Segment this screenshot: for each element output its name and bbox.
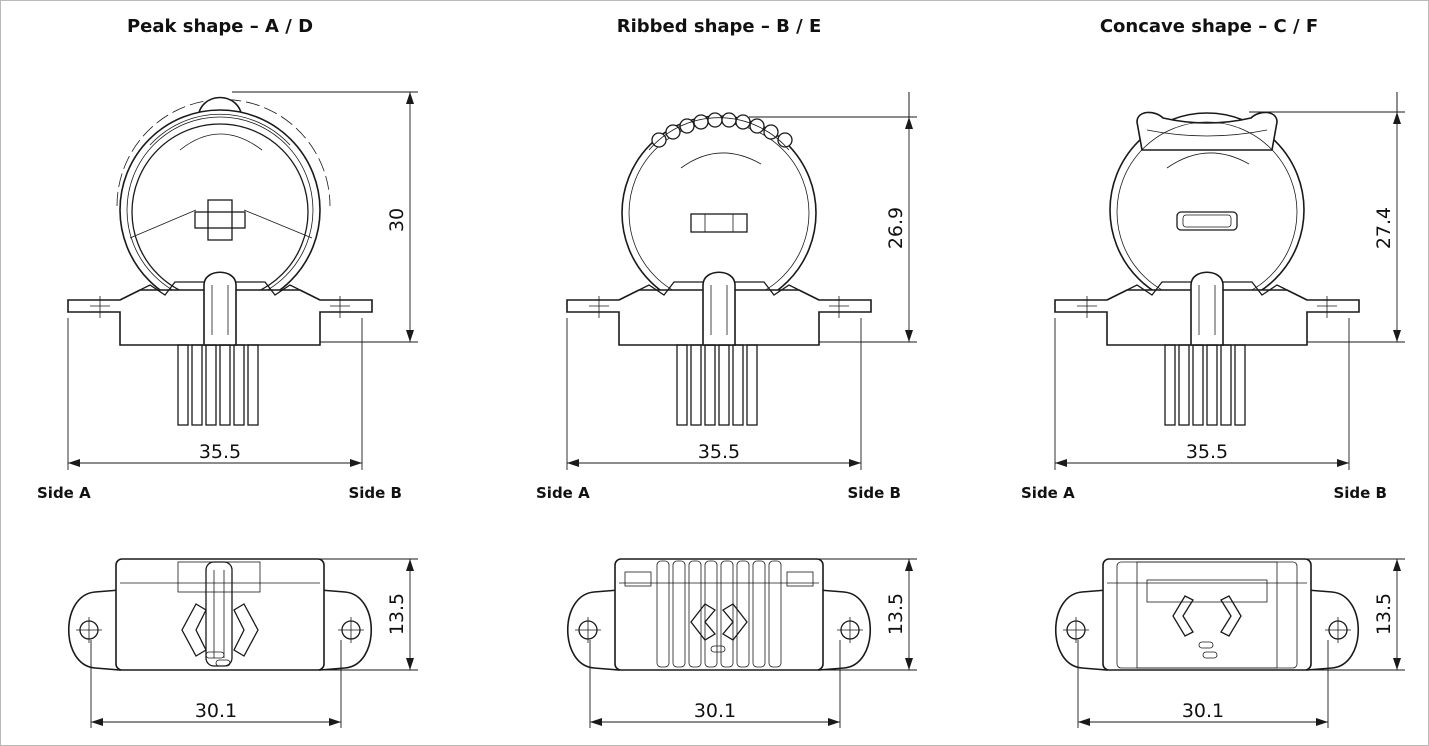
top-view-drawing xyxy=(568,559,871,670)
side-b-label: Side B xyxy=(1333,484,1387,502)
panel-concave: Concave shape – C / F 27.4 35.5 Side A S… xyxy=(1021,16,1406,729)
front-view-drawing xyxy=(1054,111,1360,426)
height-dimension: 30 xyxy=(386,208,408,232)
depth-dimension: 13.5 xyxy=(1373,593,1395,635)
panel-title: Peak shape – A / D xyxy=(127,16,313,37)
width-dimension: 35.5 xyxy=(199,441,241,463)
side-a-label: Side A xyxy=(37,484,91,502)
bottom-width-dimension: 30.1 xyxy=(195,700,237,722)
bottom-width-dimension: 30.1 xyxy=(694,700,736,722)
height-dimension: 26.9 xyxy=(885,207,907,249)
height-dimension: 27.4 xyxy=(1373,207,1395,249)
panel-title: Concave shape – C / F xyxy=(1100,16,1318,37)
side-b-label: Side B xyxy=(348,484,402,502)
side-a-label: Side A xyxy=(536,484,590,502)
front-view-drawing xyxy=(67,96,373,426)
side-b-label: Side B xyxy=(847,484,901,502)
bottom-width-dimension: 30.1 xyxy=(1182,700,1224,722)
width-dimension: 35.5 xyxy=(698,441,740,463)
depth-dimension: 13.5 xyxy=(885,593,907,635)
width-dimension: 35.5 xyxy=(1186,441,1228,463)
panel-title: Ribbed shape – B / E xyxy=(617,16,822,37)
side-a-label: Side A xyxy=(1021,484,1075,502)
panel-ribbed: Ribbed shape – B / E 26.9 35.5 Side A Si… xyxy=(536,16,918,729)
depth-dimension: 13.5 xyxy=(386,593,408,635)
panel-peak: Peak shape – A / D 30 35.5 Side A Side B… xyxy=(37,16,419,729)
top-view-drawing xyxy=(69,559,372,670)
top-view-drawing xyxy=(1056,559,1359,670)
front-view-drawing xyxy=(566,112,872,426)
